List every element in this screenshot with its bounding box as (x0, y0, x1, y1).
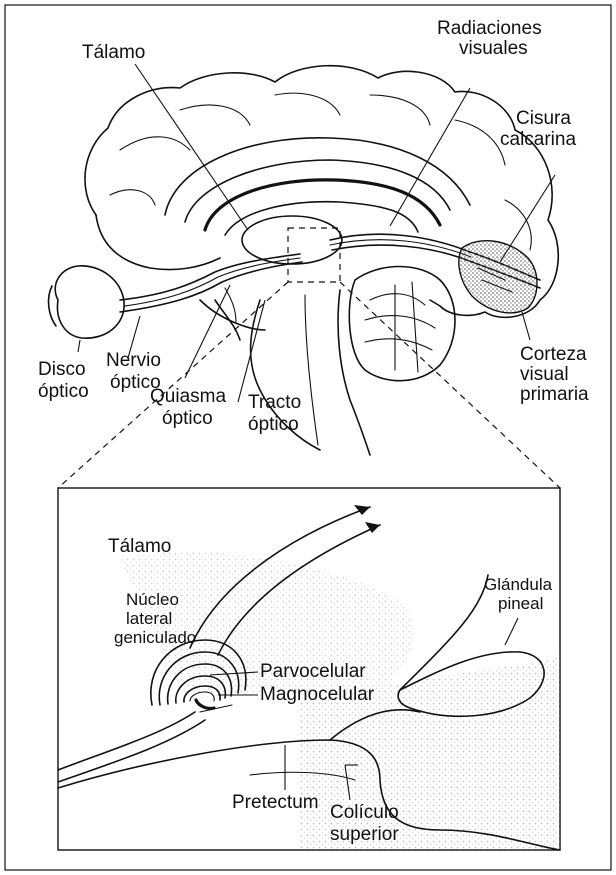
label-quiasma-2: óptico (162, 408, 213, 429)
label-radiaciones-2: visuales (459, 38, 528, 59)
label-tracto-1: Tracto (248, 392, 301, 413)
label-nucleo-2: lateral (126, 609, 172, 628)
label-talamo-inset: Tálamo (108, 536, 171, 557)
label-radiaciones-1: Radiaciones (437, 18, 542, 39)
label-nucleo-1: Núcleo (126, 590, 179, 609)
label-coliculo-1: Colículo (330, 802, 399, 823)
brain-sagittal-illustration (49, 66, 559, 455)
label-talamo-upper: Tálamo (82, 42, 145, 63)
label-quiasma-1: Quiasma (150, 386, 226, 407)
label-glandula-2: pineal (498, 594, 543, 613)
cerebellum (349, 267, 455, 381)
label-corteza-2: visual (520, 364, 569, 385)
label-corteza-1: Corteza (520, 344, 587, 365)
label-disco-2: óptico (38, 381, 89, 402)
label-nervio-1: Nervio (106, 350, 161, 371)
inset-panel: Tálamo Núcleo lateral geniculado Glándul… (58, 488, 560, 850)
label-tracto-2: óptico (248, 414, 299, 435)
label-nucleo-3: geniculado (114, 628, 196, 647)
label-parvocelular: Parvocelular (260, 661, 366, 682)
label-glandula-1: Glándula (484, 575, 553, 594)
label-pretectum: Pretectum (232, 792, 319, 813)
eyeball (55, 266, 124, 338)
optic-nerve (120, 254, 300, 300)
label-cisura-1: Cisura (516, 108, 571, 129)
label-cisura-2: calcarina (500, 129, 576, 150)
thalamus (242, 216, 342, 264)
label-disco-1: Disco (38, 359, 86, 380)
upper-labels: Tálamo Radiaciones visuales Cisura calca… (38, 18, 589, 435)
corpus-callosum (205, 180, 440, 230)
label-magnocelular: Magnocelular (260, 684, 375, 705)
label-corteza-3: primaria (520, 384, 589, 405)
label-coliculo-2: superior (330, 824, 399, 845)
